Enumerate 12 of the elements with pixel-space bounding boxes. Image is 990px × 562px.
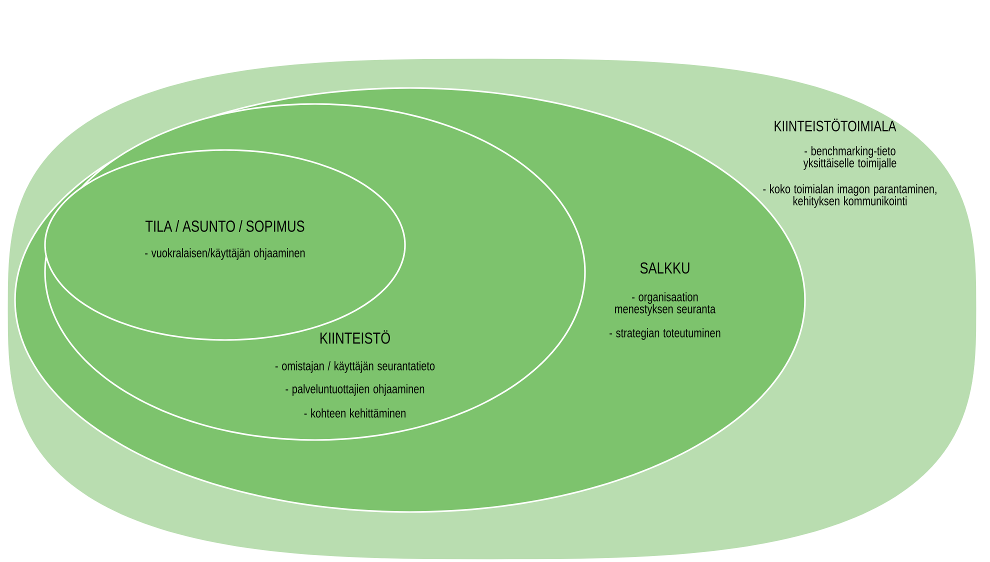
bullet-text: - strategian toteutuminen: [610, 328, 720, 340]
heading: SALKKU: [640, 262, 690, 274]
bullet-text: - organisaation menestyksen seuranta: [615, 292, 716, 316]
bullet-text: - palveluntuottajien ohjaaminen: [286, 384, 424, 396]
bullet-text: - omistajan / käyttäjän seurantatieto: [275, 361, 435, 373]
bullet-text: - kohteen kehittäminen: [304, 408, 406, 418]
bullet-text: - vuokralaisen/käyttäjän ohjaaminen: [145, 248, 305, 260]
heading: KIINTEISTÖTOIMIALA: [774, 118, 896, 132]
heading: KIINTEISTÖ: [320, 330, 390, 344]
bullet-text: - koko toimialan imagon parantaminen, kehityksen kommunikointi: [763, 184, 936, 208]
bullet-text: - benchmarking-tieto yksittäiselle toimijalle: [803, 146, 896, 170]
heading: TILA / ASUNTO / SOPIMUS: [145, 220, 304, 232]
